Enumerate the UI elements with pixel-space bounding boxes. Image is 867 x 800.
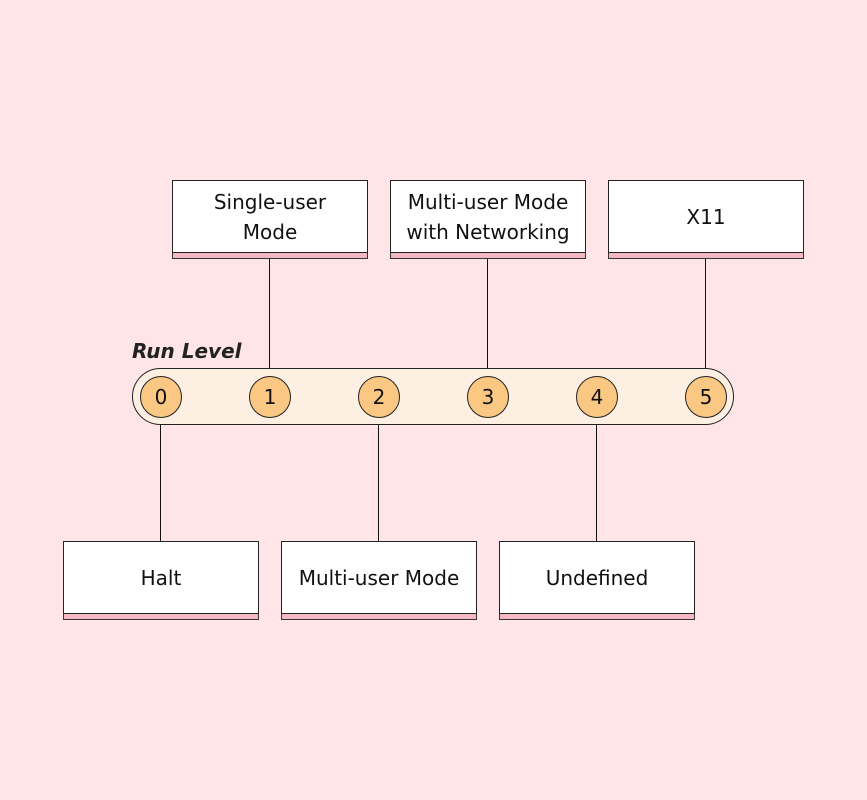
- box-label-x11: X11: [608, 180, 804, 253]
- box-multi-user-mode: Multi-user Mode: [281, 541, 477, 620]
- box-single-user-mode: Single-user Mode: [172, 180, 368, 259]
- connector-level-0: [160, 416, 161, 542]
- run-level-circle-1: 1: [249, 376, 291, 418]
- run-level-circle-2: 2: [358, 376, 400, 418]
- box-undefined: Undefined: [499, 541, 695, 620]
- box-x11: X11: [608, 180, 804, 259]
- connector-level-2: [378, 416, 379, 542]
- box-label-multi-user-mode-with-networking: Multi-user Mode with Networking: [390, 180, 586, 253]
- run-level-label: Run Level: [132, 339, 242, 363]
- connector-level-4: [596, 416, 597, 542]
- run-level-circle-0: 0: [140, 376, 182, 418]
- box-halt: Halt: [63, 541, 259, 620]
- box-label-halt: Halt: [63, 541, 259, 614]
- box-label-single-user-mode: Single-user Mode: [172, 180, 368, 253]
- connector-level-3: [487, 258, 488, 378]
- connector-level-1: [269, 258, 270, 378]
- box-label-multi-user-mode: Multi-user Mode: [281, 541, 477, 614]
- run-level-circle-4: 4: [576, 376, 618, 418]
- run-level-bar: [132, 368, 734, 425]
- box-label-undefined: Undefined: [499, 541, 695, 614]
- run-level-circle-5: 5: [685, 376, 727, 418]
- box-multi-user-mode-with-networking: Multi-user Mode with Networking: [390, 180, 586, 259]
- run-level-circle-3: 3: [467, 376, 509, 418]
- connector-level-5: [705, 258, 706, 378]
